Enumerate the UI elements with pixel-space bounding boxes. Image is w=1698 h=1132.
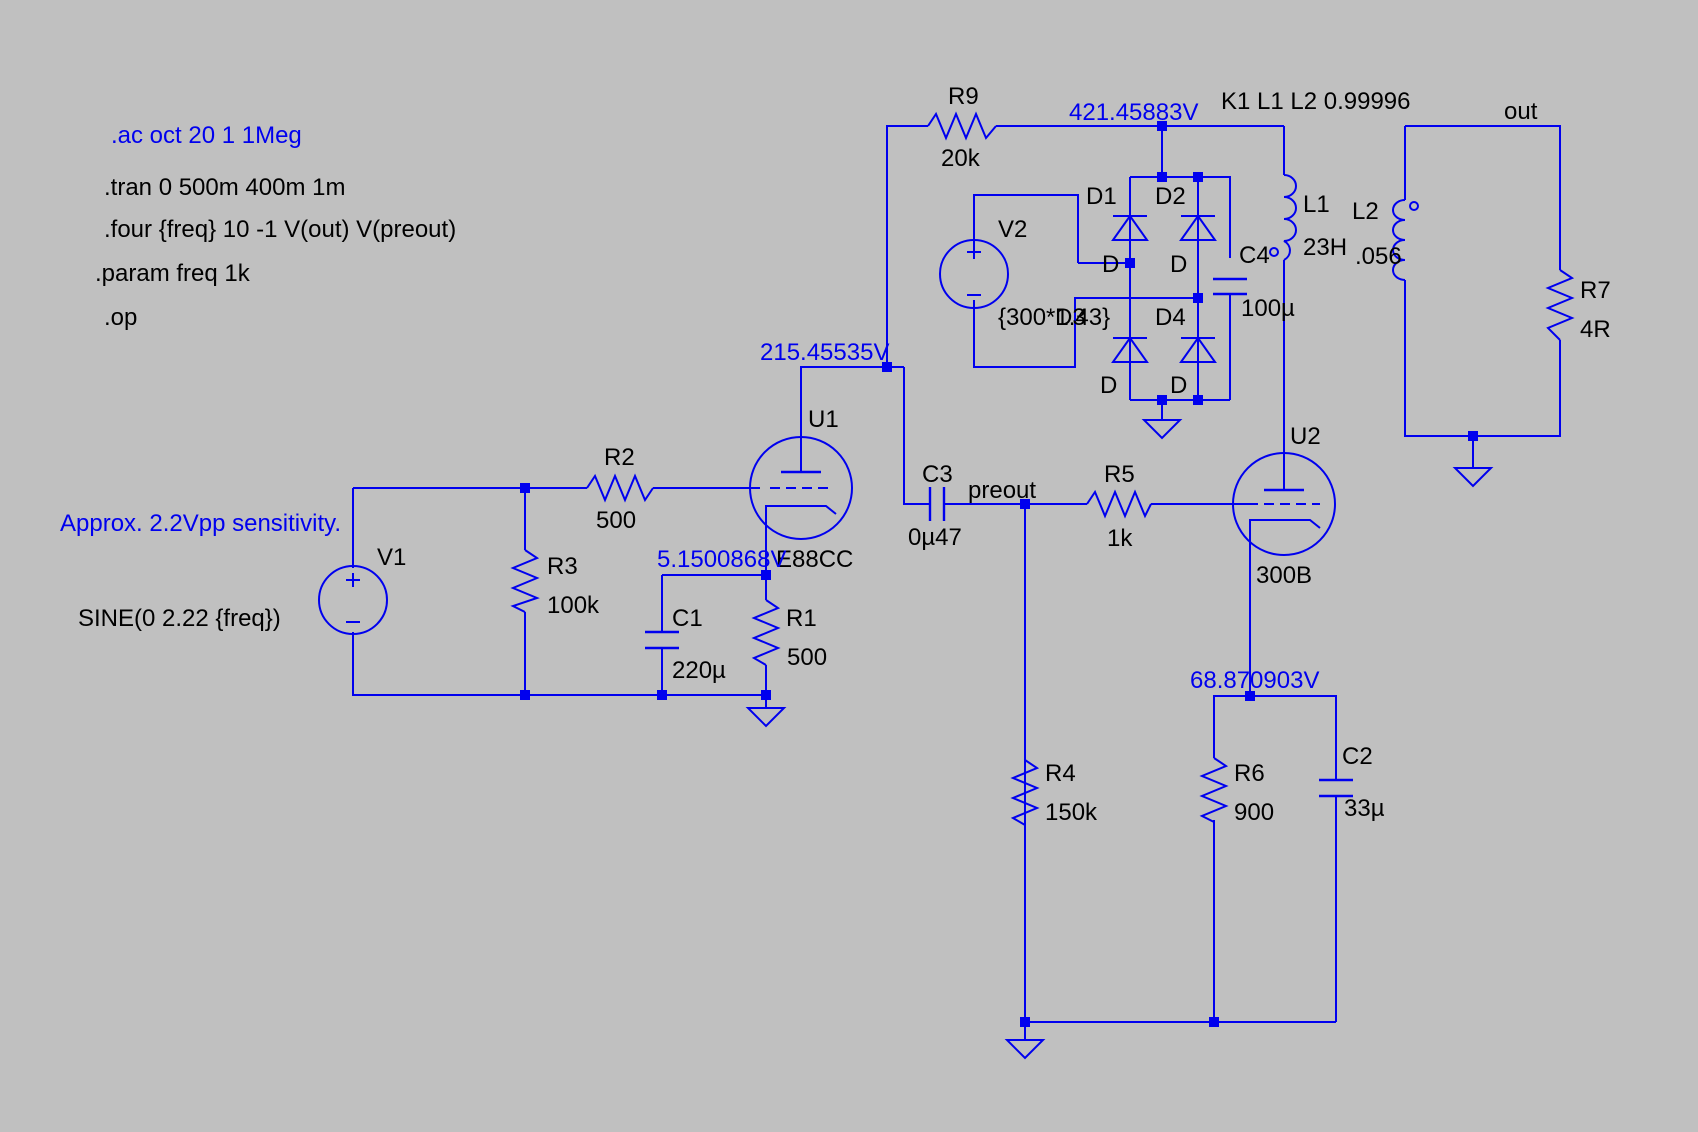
- r1-name: R1: [786, 605, 817, 632]
- ground-symbol: [745, 707, 787, 728]
- c1-value: 220µ: [672, 657, 726, 684]
- c3-value: 0µ47: [908, 524, 962, 551]
- node-voltage-u1-plate[interactable]: 215.45535V: [760, 339, 889, 366]
- diode-d1[interactable]: [1111, 214, 1149, 241]
- capacitor-c3[interactable]: [928, 487, 946, 521]
- r7-value: 4R: [1580, 316, 1611, 343]
- inductor-l1[interactable]: [1269, 174, 1297, 261]
- net-label-preout[interactable]: preout: [968, 477, 1036, 504]
- triode-u2[interactable]: [1232, 452, 1336, 556]
- inductor-l2[interactable]: [1392, 199, 1419, 281]
- resistor-r6[interactable]: [1199, 757, 1229, 823]
- resistor-r7[interactable]: [1545, 269, 1575, 341]
- l1-value: 23H: [1303, 234, 1347, 261]
- r3-name: R3: [547, 553, 578, 580]
- r2-name: R2: [604, 444, 635, 471]
- v2-value: {300*1.43}: [998, 304, 1110, 331]
- node-voltage-u1-cathode[interactable]: 5.1500868V: [657, 546, 786, 573]
- u1-value: E88CC: [776, 546, 853, 573]
- l2-value: .056: [1355, 243, 1402, 270]
- resistor-r3[interactable]: [510, 549, 540, 613]
- directive-op[interactable]: .op: [104, 304, 137, 331]
- r4-value: 150k: [1045, 799, 1098, 826]
- node-voltage-bplus[interactable]: 421.45883V: [1069, 99, 1198, 126]
- ground-symbol: [1452, 467, 1494, 488]
- r6-name: R6: [1234, 760, 1265, 787]
- ground-symbol: [1141, 419, 1183, 440]
- u1-name: U1: [808, 406, 839, 433]
- directive-four[interactable]: .four {freq} 10 -1 V(out) V(preout): [104, 216, 456, 243]
- capacitor-c1[interactable]: [645, 630, 679, 650]
- d2-value: D: [1170, 251, 1187, 278]
- c2-name: C2: [1342, 743, 1373, 770]
- net-label-out[interactable]: out: [1504, 98, 1538, 125]
- d2-name: D2: [1155, 183, 1186, 210]
- r4-name: R4: [1045, 760, 1076, 787]
- d1-name: D1: [1086, 183, 1117, 210]
- sensitivity-comment[interactable]: Approx. 2.2Vpp sensitivity.: [60, 510, 341, 537]
- triode-u1[interactable]: [749, 436, 853, 540]
- d1-value: D: [1102, 251, 1119, 278]
- voltage-source-v2[interactable]: [939, 239, 1009, 309]
- d3-value: D: [1100, 372, 1117, 399]
- voltage-source-v1[interactable]: [318, 565, 388, 635]
- capacitor-c2[interactable]: [1319, 778, 1353, 812]
- diode-d4[interactable]: [1179, 336, 1217, 363]
- r5-value: 1k: [1107, 525, 1133, 552]
- ground-symbol: [1004, 1039, 1046, 1060]
- wires: [352, 125, 1561, 1040]
- d3-name: D3: [1055, 304, 1086, 331]
- c3-name: C3: [922, 461, 953, 488]
- directive-ac[interactable]: .ac oct 20 1 1Meg: [111, 122, 302, 149]
- coupling-directive[interactable]: K1 L1 L2 0.99996: [1221, 88, 1411, 115]
- u2-name: U2: [1290, 423, 1321, 450]
- capacitor-c4[interactable]: [1213, 277, 1247, 296]
- r6-value: 900: [1234, 799, 1274, 826]
- d4-name: D4: [1155, 304, 1186, 331]
- spice-directives: .ac oct 20 1 1Meg .tran 0 500m 400m 1m .…: [95, 122, 456, 331]
- resistor-r5[interactable]: [1086, 489, 1152, 519]
- c2-value: 33µ: [1344, 795, 1385, 822]
- u2-value: 300B: [1256, 562, 1312, 589]
- l2-name: L2: [1352, 198, 1379, 225]
- diode-d2[interactable]: [1179, 214, 1217, 241]
- r5-name: R5: [1104, 461, 1135, 488]
- node-voltage-u2-cathode[interactable]: 68.870903V: [1190, 667, 1319, 694]
- c1-name: C1: [672, 605, 703, 632]
- l1-name: L1: [1303, 191, 1330, 218]
- resistor-r4[interactable]: [1010, 759, 1040, 826]
- v1-value: SINE(0 2.22 {freq}): [78, 605, 281, 632]
- resistor-r2[interactable]: [586, 473, 654, 503]
- resistor-r9[interactable]: [927, 111, 997, 141]
- junction-dots: [520, 121, 1478, 1027]
- c4-value: 100µ: [1241, 295, 1295, 322]
- v1-name: V1: [377, 544, 406, 571]
- diode-d3[interactable]: [1111, 336, 1149, 363]
- r7-name: R7: [1580, 277, 1611, 304]
- c4-name: C4: [1239, 242, 1270, 269]
- r2-value: 500: [596, 507, 636, 534]
- v2-name: V2: [998, 216, 1027, 243]
- directive-tran[interactable]: .tran 0 500m 400m 1m: [104, 174, 345, 201]
- r9-name: R9: [948, 83, 979, 110]
- directive-param[interactable]: .param freq 1k: [95, 260, 251, 287]
- r3-value: 100k: [547, 592, 600, 619]
- resistor-r1[interactable]: [751, 599, 781, 666]
- r9-value: 20k: [941, 145, 981, 172]
- d4-value: D: [1170, 372, 1187, 399]
- r1-value: 500: [787, 644, 827, 671]
